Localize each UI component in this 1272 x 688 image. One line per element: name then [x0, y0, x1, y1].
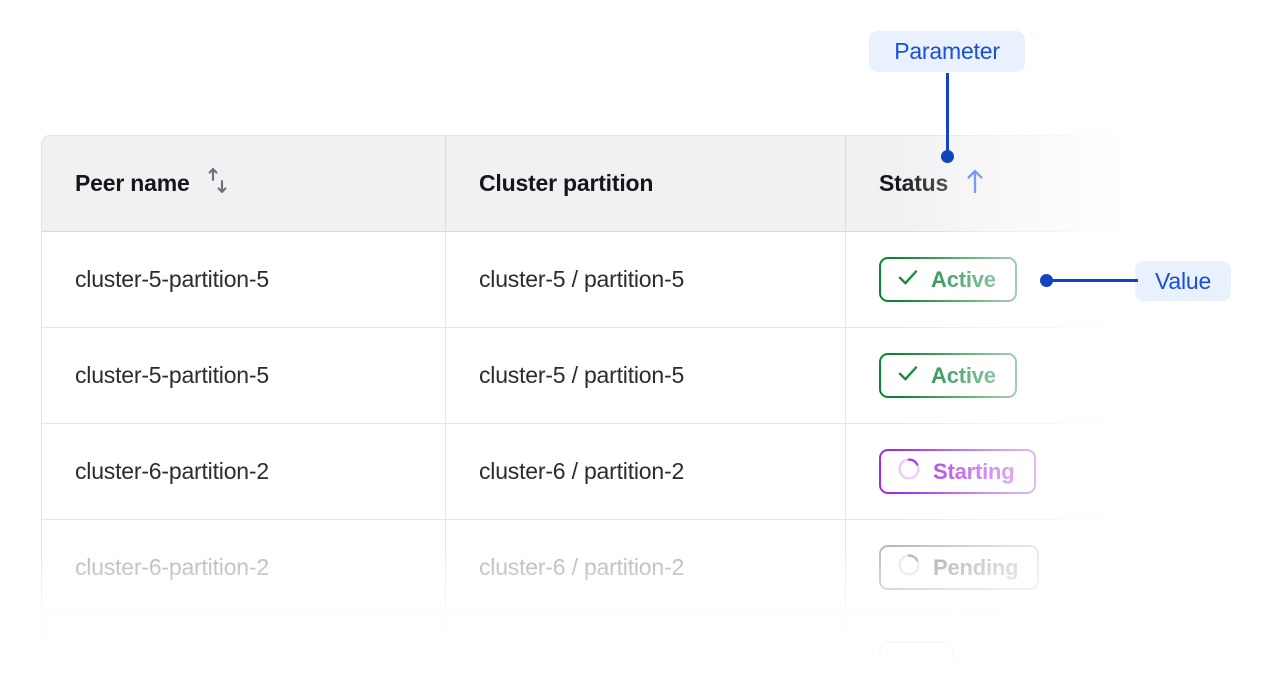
status-badge-pending	[879, 641, 954, 686]
cell-cluster-partition: cluster-6 / partition-2	[446, 424, 846, 519]
status-badge-active: Active	[879, 353, 1017, 398]
spinner-icon	[896, 648, 922, 680]
spinner-icon	[896, 456, 922, 488]
cell-peer-name	[42, 616, 446, 688]
status-badge-label: Active	[931, 362, 996, 388]
column-header-label: Cluster partition	[479, 170, 654, 196]
column-header-label: Status	[879, 170, 949, 196]
cell-peer-name: cluster-6-partition-2	[42, 424, 446, 519]
column-header-peer-name[interactable]: Peer name	[42, 136, 446, 231]
column-header-status[interactable]: Status	[846, 136, 1196, 231]
cell-status	[846, 616, 1196, 688]
peers-table: Peer name Cluster partition Status	[41, 135, 1196, 688]
annotation-value-pill: Value	[1135, 261, 1231, 301]
arrow-up-icon[interactable]	[962, 167, 988, 201]
status-badge-starting: Starting	[879, 449, 1036, 494]
annotation-dot-parameter	[941, 150, 954, 163]
table-row[interactable]: cluster-6-partition-2 cluster-6 / partit…	[42, 424, 1196, 520]
cell-status: Starting	[846, 424, 1196, 519]
cell-peer-name: cluster-6-partition-2	[42, 520, 446, 615]
table-row[interactable]	[42, 616, 1196, 688]
cell-status: Pending	[846, 520, 1196, 615]
cell-status: Active	[846, 328, 1196, 423]
table-row[interactable]: cluster-6-partition-2 cluster-6 / partit…	[42, 520, 1196, 616]
status-badge-label: Active	[931, 266, 996, 292]
cell-cluster-partition	[446, 616, 846, 688]
annotation-dot-value	[1040, 274, 1053, 287]
spinner-icon	[896, 552, 922, 584]
sort-both-icon[interactable]	[204, 166, 232, 202]
status-badge-label: Pending	[933, 554, 1019, 580]
status-badge-pending: Pending	[879, 545, 1040, 590]
check-icon	[896, 265, 920, 295]
cell-cluster-partition: cluster-5 / partition-5	[446, 328, 846, 423]
column-header-label: Peer name	[75, 170, 190, 196]
peers-table-container: Peer name Cluster partition Status	[41, 135, 1196, 688]
table-row[interactable]: cluster-5-partition-5 cluster-5 / partit…	[42, 328, 1196, 424]
status-badge-active: Active	[879, 257, 1017, 302]
cell-peer-name: cluster-5-partition-5	[42, 232, 446, 327]
column-header-cluster-partition[interactable]: Cluster partition	[446, 136, 846, 231]
cell-cluster-partition: cluster-5 / partition-5	[446, 232, 846, 327]
cell-peer-name: cluster-5-partition-5	[42, 328, 446, 423]
check-icon	[896, 361, 920, 391]
table-row[interactable]: cluster-5-partition-5 cluster-5 / partit…	[42, 232, 1196, 328]
annotation-parameter-pill: Parameter	[869, 31, 1025, 72]
cell-cluster-partition: cluster-6 / partition-2	[446, 520, 846, 615]
table-header-row: Peer name Cluster partition Status	[42, 136, 1196, 232]
annotation-connector-value	[1046, 279, 1138, 282]
annotation-connector-parameter	[946, 73, 949, 157]
status-badge-label: Starting	[933, 458, 1015, 484]
